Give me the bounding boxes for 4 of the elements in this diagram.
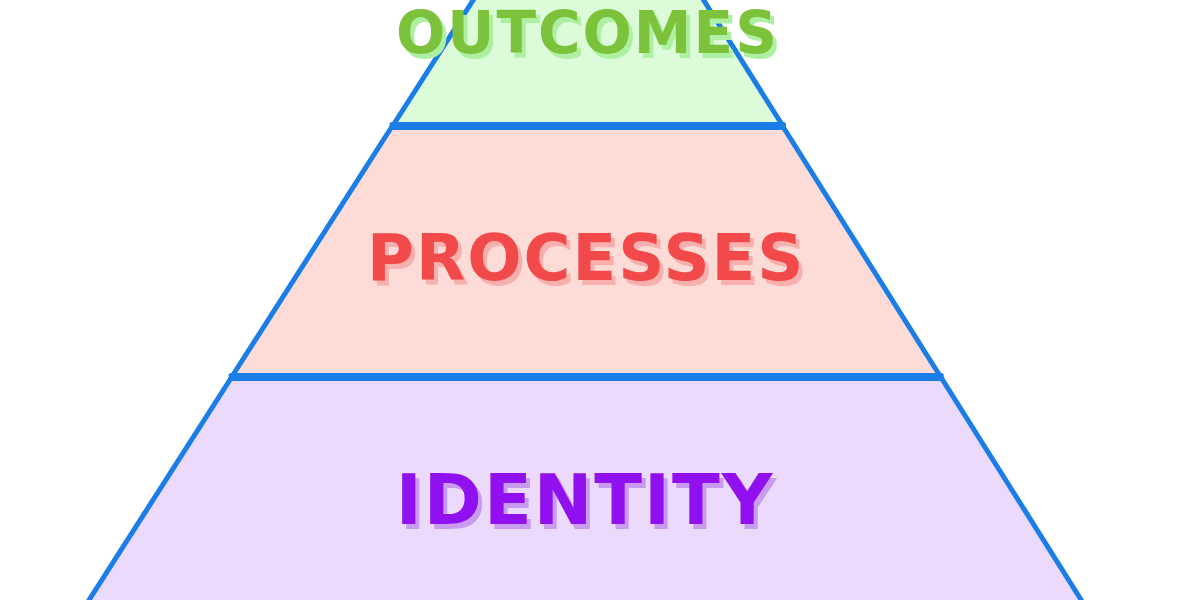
pyramid-tier bbox=[228, 125, 945, 378]
pyramid-tier bbox=[86, 376, 1085, 600]
tier-label: PROCESSES bbox=[367, 222, 806, 294]
tier-label: IDENTITY bbox=[395, 461, 775, 539]
